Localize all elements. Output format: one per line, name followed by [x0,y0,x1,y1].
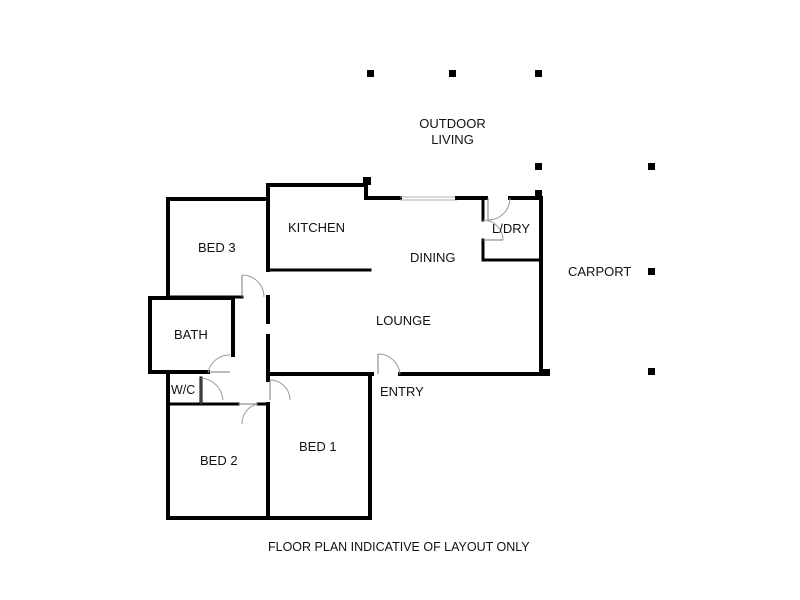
post [367,70,374,77]
label-kitchen: KITCHEN [288,220,346,235]
door-bed2 [238,403,259,425]
door-wc [200,377,224,404]
label-wc: W/C [171,383,196,397]
door-bath [207,354,231,373]
label-bed1: BED 1 [299,439,337,454]
post [535,163,542,170]
label-bed3: BED 3 [198,240,236,255]
outdoor-posts [363,70,655,376]
kitchen-walls [266,183,402,272]
door-bed1 [269,379,291,401]
post [535,190,542,197]
post [648,268,655,275]
post [648,368,655,375]
label-entry: ENTRY [380,384,424,399]
post [363,177,371,185]
label-bath: BATH [174,327,208,342]
doors [200,197,511,425]
post [543,369,550,376]
dining-walls [400,196,543,376]
post [535,70,542,77]
lounge-walls [266,295,543,376]
door-entry [377,353,401,375]
label-dining: DINING [410,250,456,265]
label-lounge: LOUNGE [376,313,431,328]
post [449,70,456,77]
label-laundry: L/DRY [492,221,531,236]
door-laundry-inner [482,219,504,241]
post [648,163,655,170]
footer-disclaimer: FLOOR PLAN INDICATIVE OF LAYOUT ONLY [268,540,530,554]
outdoor-living-line2: LIVING [431,132,474,147]
label-carport: CARPORT [568,264,632,279]
bath-walls [148,296,235,374]
door-bed3 [241,274,265,298]
bedroom-walls [166,372,372,520]
door-laundry-outer [487,197,511,221]
label-outdoor-living: OUTDOOR LIVING [405,116,500,148]
outdoor-living-line1: OUTDOOR [419,116,486,131]
label-bed2: BED 2 [200,453,238,468]
